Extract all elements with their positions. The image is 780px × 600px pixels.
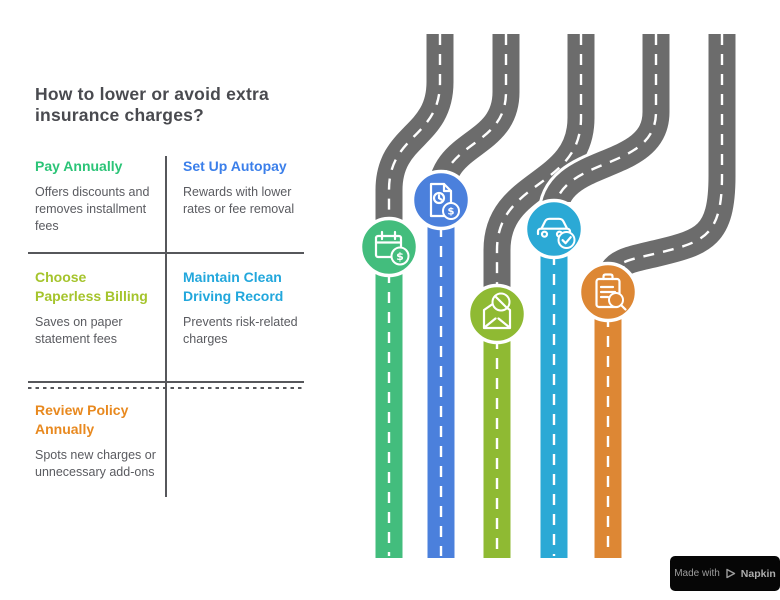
page-title: How to lower or avoid extra insurance ch… [35,84,269,125]
tip-heading: Review Policy Annually [35,402,129,437]
tip-review-policy-annually: Review Policy Annually Spots new charges… [35,401,161,481]
made-with-napkin-badge[interactable]: Made with Napkin [670,556,780,591]
clipboard-search-icon [595,273,627,311]
badge-prefix-label: Made with [674,568,720,579]
car-check-icon [536,217,576,249]
tip-pay-annually: Pay Annually Offers discounts and remove… [35,157,161,235]
svg-text:$: $ [396,250,404,263]
tip-heading: Set Up Autopay [183,158,287,174]
vertical-divider [165,156,167,497]
tip-heading: Maintain Clean Driving Record [183,269,284,304]
road-choose-paperless-billing [466,34,598,562]
road-lane [495,34,583,318]
road-pay-annually: $ [358,34,457,562]
tip-body: Spots new charges or unnecessary add-ons [35,448,156,479]
napkin-logo-icon [726,568,735,579]
calendar-dollar-icon: $ [374,230,410,266]
road-review-policy-annually [577,34,739,562]
horizontal-divider-2 [28,381,304,383]
milestone-circle [358,216,420,278]
road-lane [439,34,508,206]
tip-maintain-clean-driving-record: Maintain Clean Driving Record Prevents r… [183,268,309,348]
tip-choose-paperless-billing: Choose Paperless Billing Saves on paper … [35,268,161,348]
tip-heading: Pay Annually [35,158,123,174]
tip-heading: Choose Paperless Billing [35,269,148,304]
road-maintain-clean-driving-record [523,34,673,562]
tip-set-up-autopay: Set Up Autopay Rewards with lower rates … [183,157,309,218]
tip-body: Saves on paper statement fees [35,315,123,346]
svg-text:$: $ [448,207,455,218]
horizontal-divider-1 [28,252,304,254]
road-set-up-autopay: $ [410,34,523,562]
badge-brand-label: Napkin [740,567,776,580]
tip-body: Rewards with lower rates or fee removal [183,185,295,216]
tip-body: Offers discounts and removes installment… [35,185,150,233]
tip-body: Prevents risk-related charges [183,315,298,346]
milestone-circle [466,283,528,345]
envelope-blocked-icon [482,292,512,330]
document-clock-dollar-icon: $ [429,182,460,220]
road-lane [387,34,442,252]
dotted-divider [28,387,304,389]
